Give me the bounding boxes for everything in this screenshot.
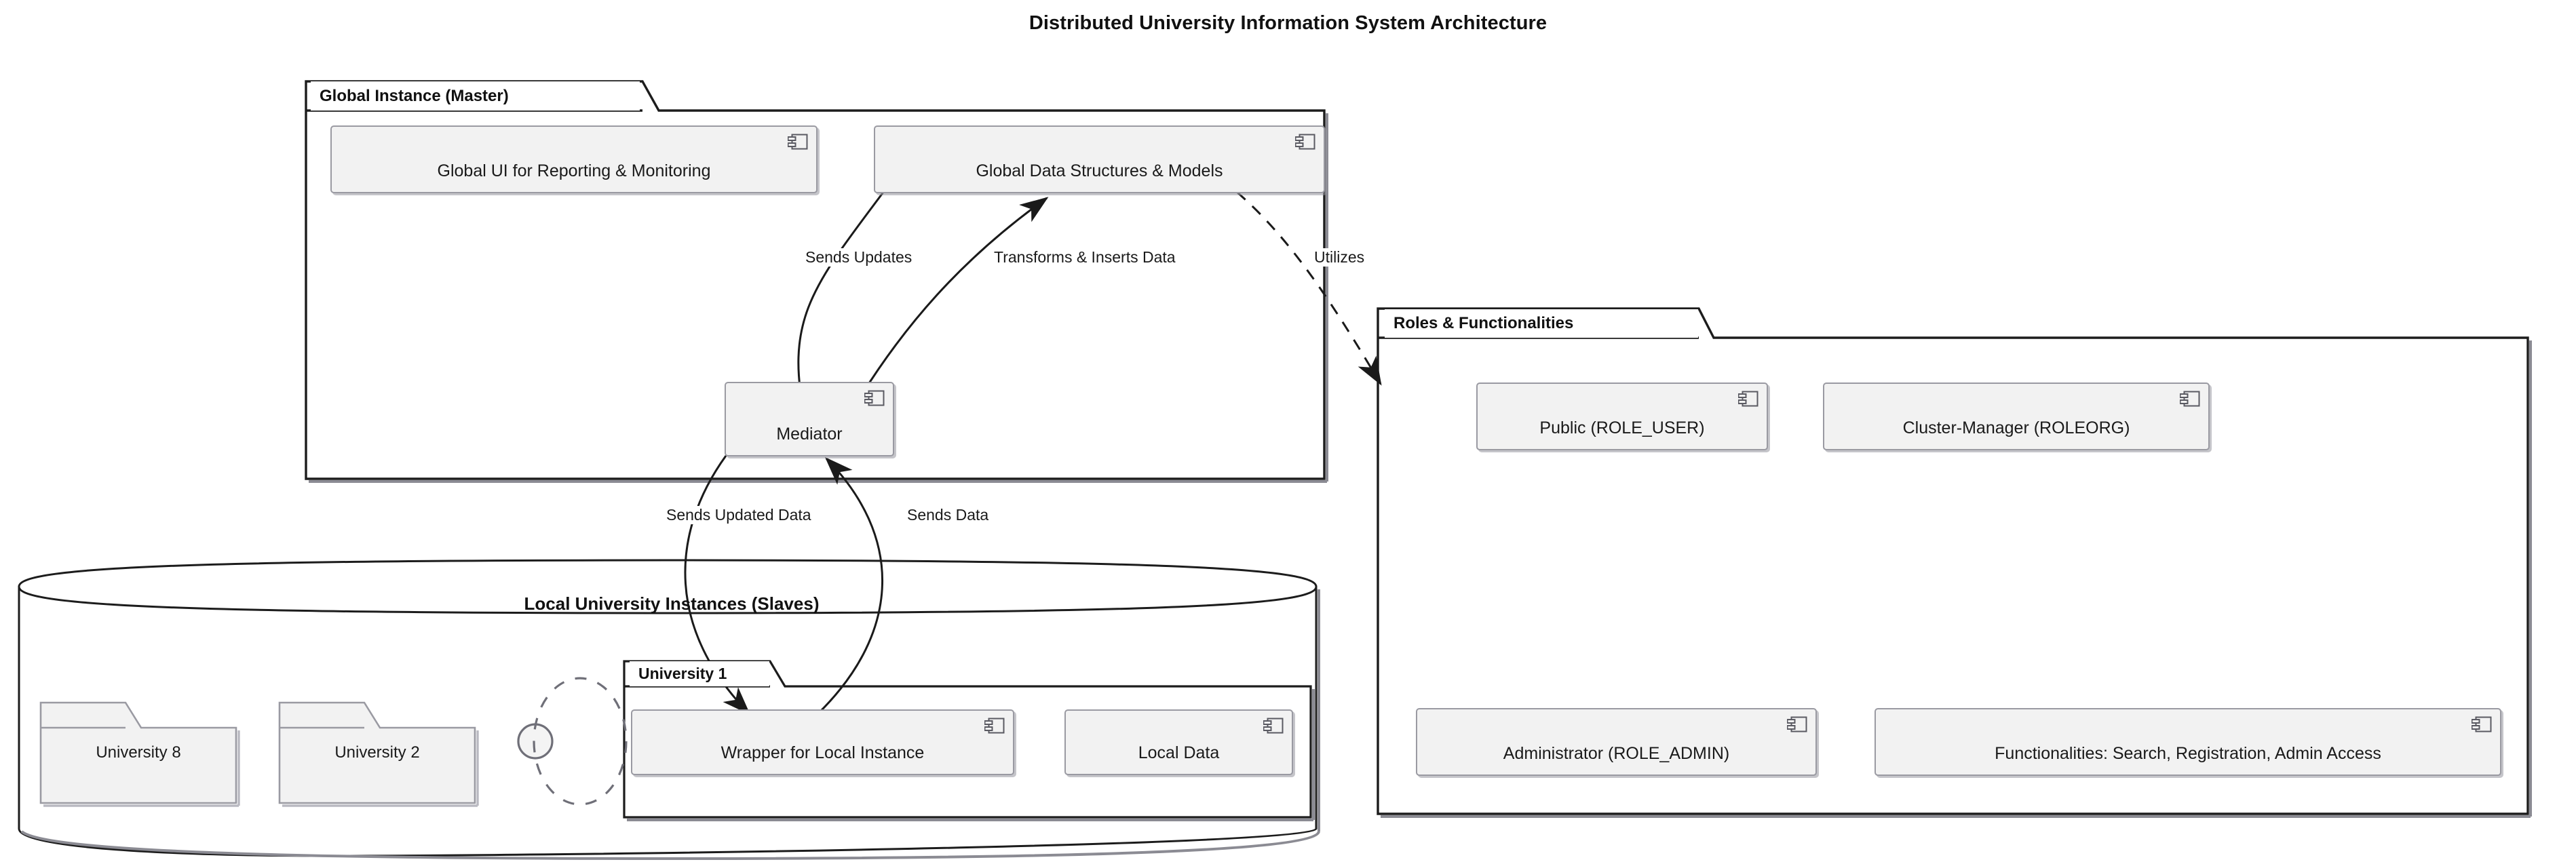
component-label: Wrapper for Local Instance — [720, 743, 925, 762]
component-label: Global Data Structures & Models — [976, 161, 1223, 180]
component-icon — [2472, 716, 2492, 732]
component-icon — [1738, 391, 1758, 407]
package-label-global-instance: Global Instance (Master) — [311, 81, 640, 111]
edge-label-sends-data: Sends Data — [904, 506, 992, 524]
component-icon — [1295, 134, 1315, 150]
component-label: Public (ROLE_USER) — [1539, 418, 1705, 437]
component-icon — [864, 390, 885, 406]
component-label: Mediator — [776, 425, 843, 444]
database-label: Local University Instances (Slaves) — [524, 593, 820, 614]
component-icon — [2180, 391, 2200, 407]
edge-label-sends-updated-data: Sends Updated Data — [664, 506, 814, 524]
component-role-public[interactable]: Public (ROLE_USER) — [1476, 383, 1768, 450]
component-global-ui[interactable]: Global UI for Reporting & Monitoring — [330, 125, 818, 193]
component-icon — [1263, 718, 1284, 734]
component-local-data[interactable]: Local Data — [1064, 709, 1293, 775]
component-global-data-structures[interactable]: Global Data Structures & Models — [874, 125, 1325, 193]
edge-sends-data — [817, 456, 883, 715]
page-title: Distributed University Information Syste… — [1029, 12, 1547, 34]
component-functionalities[interactable]: Functionalities: Search, Registration, A… — [1875, 708, 2501, 776]
component-role-cluster-manager[interactable]: Cluster-Manager (ROLEORG) — [1823, 383, 2210, 450]
folder-label-university-2: University 2 — [334, 743, 420, 762]
component-wrapper-for-local-instance[interactable]: Wrapper for Local Instance — [631, 709, 1014, 775]
package-label-university1: University 1 — [630, 661, 769, 686]
edge-utilizes — [1236, 191, 1382, 386]
edge-label-transforms-inserts-data: Transforms & Inserts Data — [991, 248, 1178, 267]
component-label: Administrator (ROLE_ADMIN) — [1503, 744, 1730, 763]
provided-interface-icon — [517, 677, 628, 806]
edge-label-sends-updates: Sends Updates — [803, 248, 915, 267]
component-label: Cluster-Manager (ROLEORG) — [1902, 418, 2130, 437]
component-label: Local Data — [1138, 743, 1220, 762]
component-label: Global UI for Reporting & Monitoring — [437, 161, 711, 180]
component-icon — [788, 134, 808, 150]
component-role-administrator[interactable]: Administrator (ROLE_ADMIN) — [1416, 708, 1817, 776]
component-icon — [1787, 716, 1807, 732]
package-label-roles: Roles & Functionalities — [1385, 309, 1698, 338]
component-icon — [984, 718, 1005, 734]
component-mediator[interactable]: Mediator — [725, 382, 894, 456]
folder-label-university-8: University 8 — [96, 743, 181, 762]
edge-label-utilizes: Utilizes — [1311, 248, 1368, 267]
component-label: Functionalities: Search, Registration, A… — [1995, 744, 2381, 763]
